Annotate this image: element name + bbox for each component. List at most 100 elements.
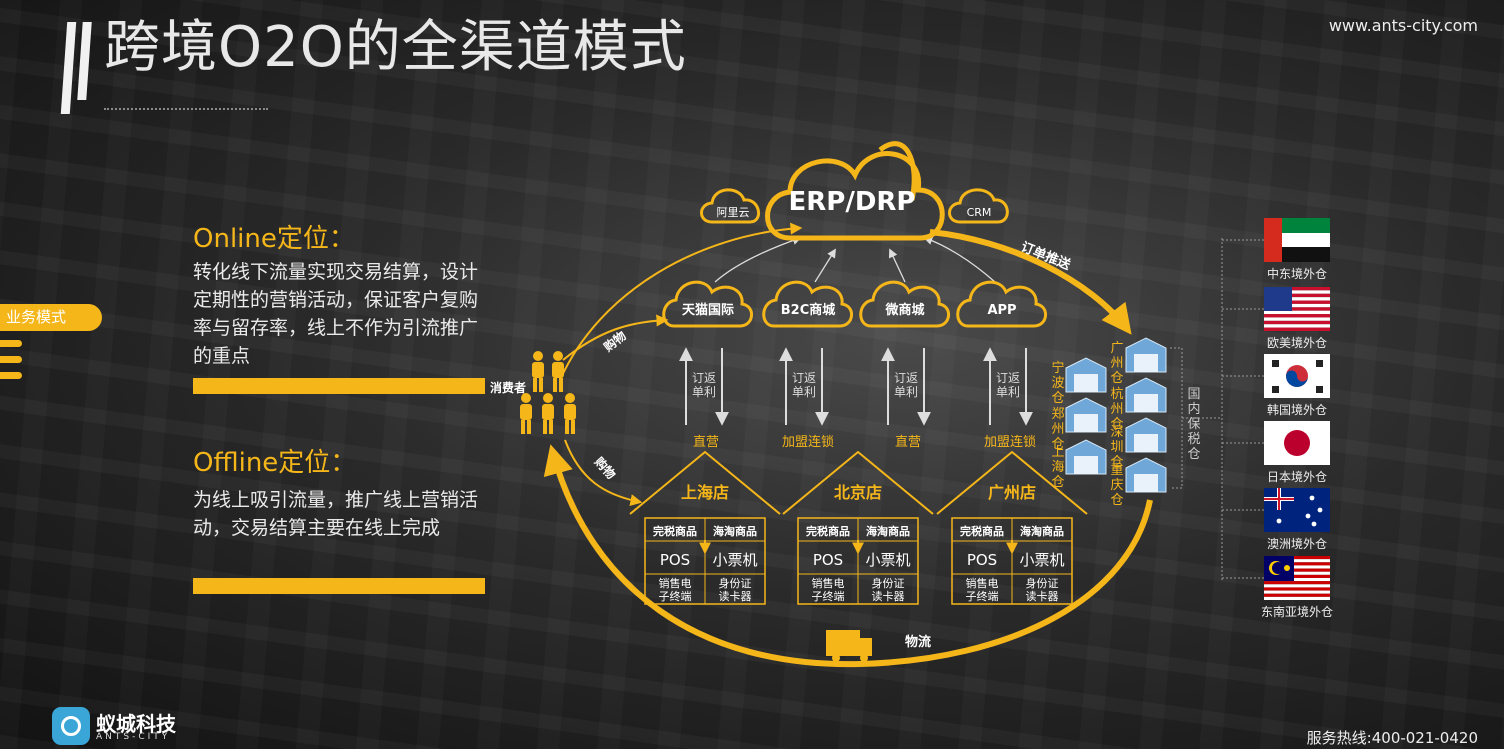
warehouse-label: 州 xyxy=(1110,356,1123,371)
side-menu-line[interactable] xyxy=(0,340,22,347)
japan-flag-icon xyxy=(1264,421,1330,465)
channel-label: 天猫国际 xyxy=(682,302,734,318)
bonded-label: 保 xyxy=(1187,417,1200,432)
warehouse-label: 仓 xyxy=(1051,475,1064,490)
consumer-label: 消费者 xyxy=(490,380,526,395)
online-underline-bar xyxy=(193,378,485,394)
channel-cloud xyxy=(662,280,753,328)
consumer-icon xyxy=(521,420,525,434)
channel-erp-arrow xyxy=(714,236,802,283)
warehouse-label: 仓 xyxy=(1110,455,1123,470)
erp-cloud xyxy=(765,151,945,241)
consumer-icon xyxy=(542,404,554,420)
store-cell: 销售电 xyxy=(812,576,845,590)
warehouse-label: 仓 xyxy=(1110,371,1123,386)
rebate-label: 返 xyxy=(1008,371,1020,385)
warehouse-icon xyxy=(1074,456,1098,474)
rebate-label: 利 xyxy=(906,385,918,399)
side-cloud xyxy=(700,188,760,224)
order-label: 单 xyxy=(996,385,1008,399)
order-label: 订 xyxy=(792,371,804,385)
store-cell: 身份证 xyxy=(719,576,752,590)
warehouse-label: 仓 xyxy=(1051,391,1064,406)
store-cell: 销售电 xyxy=(659,576,692,590)
consumer-icon xyxy=(543,393,553,403)
brand-logo-icon[interactable] xyxy=(52,707,90,745)
usa-flag-icon xyxy=(1264,287,1330,331)
warehouse-label: 上 xyxy=(1051,445,1064,460)
side-menu-line[interactable] xyxy=(0,356,22,363)
order-label: 单 xyxy=(894,385,906,399)
channel-cloud xyxy=(859,280,950,328)
warehouse-label: 仓 xyxy=(1110,417,1123,432)
order-label: 订 xyxy=(894,371,906,385)
warehouse-label: 仓 xyxy=(1110,493,1123,508)
channel-type-label: 直营 xyxy=(895,435,921,450)
warehouse-label: 州 xyxy=(1110,402,1123,417)
store-roof xyxy=(782,450,934,515)
store-roof xyxy=(936,450,1088,515)
consumer-icon xyxy=(533,378,537,392)
store-cell: 小票机 xyxy=(712,551,757,569)
offline-description: 为线上吸引流量，推广线上营销活动，交易结算主要在线上完成 xyxy=(193,489,479,539)
channel-erp-arrow xyxy=(888,248,906,283)
bonded-label: 国 xyxy=(1187,387,1200,402)
warehouse-label: 重 xyxy=(1110,462,1123,478)
store-cell: 小票机 xyxy=(1019,551,1064,569)
consumer-icon xyxy=(527,420,531,434)
store-cell: 身份证 xyxy=(872,576,905,590)
order-push-arrow xyxy=(929,229,1132,335)
warehouse-label: 庆 xyxy=(1110,478,1123,493)
side-cloud xyxy=(948,188,1009,224)
side-tab-business-model[interactable]: 业务模式 xyxy=(0,304,102,331)
warehouse-label: 海 xyxy=(1051,460,1064,475)
overseas-warehouse-label: 东南亚境外仓 xyxy=(1261,604,1333,619)
side-cloud-label: CRM xyxy=(967,206,992,219)
side-menu-line[interactable] xyxy=(0,372,22,379)
offline-underline-bar xyxy=(193,578,485,594)
rebate-label: 利 xyxy=(1008,385,1020,399)
warehouse-label: 宁 xyxy=(1051,360,1064,376)
website-url[interactable]: www.ants-city.com xyxy=(1328,16,1478,35)
store-cell: 海淘商品 xyxy=(713,524,757,538)
order-label: 订 xyxy=(996,371,1008,385)
rebate-label: 利 xyxy=(704,385,716,399)
flow-line xyxy=(559,222,803,381)
warehouse-label: 杭 xyxy=(1110,387,1123,402)
truck-icon xyxy=(832,654,840,662)
warehouse-label: 仓 xyxy=(1051,437,1064,452)
store-cell: 完税商品 xyxy=(806,524,850,538)
australia-flag-icon xyxy=(1264,488,1330,532)
side-cloud-label: 阿里云 xyxy=(717,206,750,219)
warehouse-label: 州 xyxy=(1051,422,1064,437)
store-cell: POS xyxy=(967,551,997,569)
store-cell: 身份证 xyxy=(1026,576,1059,590)
warehouse-icon xyxy=(1134,474,1158,492)
warehouse-label: 郑 xyxy=(1051,407,1064,422)
channel-label: B2C商城 xyxy=(781,302,836,318)
store-cell: 销售电 xyxy=(966,576,999,590)
store-name: 广州店 xyxy=(988,483,1036,502)
channel-type-label: 直营 xyxy=(693,435,719,450)
erp-cloud-label: ERP/DRP xyxy=(789,187,916,217)
warehouse-icon xyxy=(1134,354,1158,372)
warehouse-label: 波 xyxy=(1051,376,1064,391)
order-label: 单 xyxy=(792,385,804,399)
rebate-label: 返 xyxy=(804,371,816,385)
overseas-warehouse-label: 中东境外仓 xyxy=(1267,266,1327,281)
online-heading: Online定位： xyxy=(193,224,355,254)
purchase-online-arrow xyxy=(562,314,669,361)
rebate-label: 利 xyxy=(804,385,816,399)
consumer-icon xyxy=(543,420,547,434)
bonded-bracket xyxy=(1170,347,1183,489)
erp-cloud-swirl xyxy=(878,141,917,201)
rebate-label: 返 xyxy=(704,371,716,385)
overseas-warehouse-label: 欧美境外仓 xyxy=(1267,335,1327,350)
logistics-label: 物流 xyxy=(905,634,931,650)
consumer-icon xyxy=(532,362,544,378)
store-cell: 海淘商品 xyxy=(1020,524,1064,538)
brand-subtitle: ANTS-CITY xyxy=(96,732,171,742)
consumer-icon xyxy=(564,404,576,420)
